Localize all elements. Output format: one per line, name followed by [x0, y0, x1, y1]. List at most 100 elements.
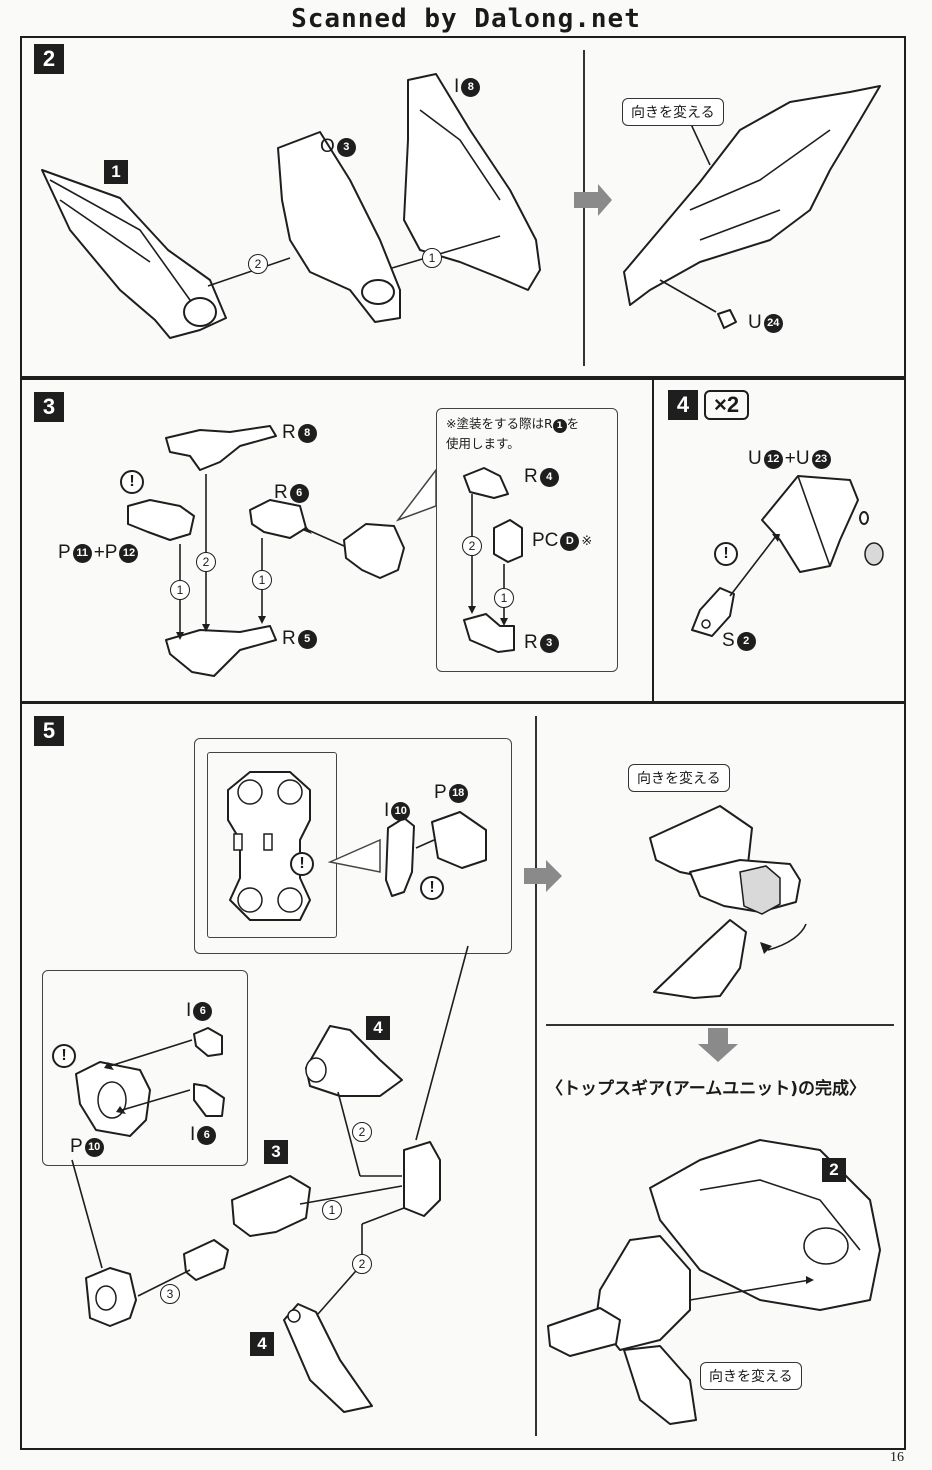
part-letter: P	[70, 1136, 83, 1157]
step-5-order-2-bottom: 2	[352, 1254, 372, 1274]
step-5-part-i10: I 10	[384, 800, 411, 822]
part-number-2: 12	[119, 543, 139, 563]
step-5-label-4-bottom: 4	[250, 1332, 274, 1356]
step-2-callout-rotate: 向きを変える	[622, 98, 724, 126]
part-number: 6	[193, 1001, 213, 1021]
step-3-part-r8: R 8	[282, 422, 317, 444]
step-3-alt-part-pcd: PC D ※	[532, 530, 592, 552]
note-part-number: 1	[552, 419, 567, 433]
step-5-order-3: 3	[160, 1284, 180, 1304]
asterisk-mark: ※	[581, 533, 593, 548]
part-number: 10	[391, 801, 411, 821]
step-5-order-2-top: 2	[352, 1122, 372, 1142]
part-letter: O	[320, 136, 335, 157]
step-3-number: 3	[34, 392, 64, 422]
step-5-label-4-top: 4	[366, 1016, 390, 1040]
part-number: 11	[72, 543, 92, 563]
part-letter: U	[748, 448, 762, 469]
part-letter: I	[384, 800, 390, 821]
step-5-label-2: 2	[822, 1158, 846, 1182]
part-number: 3	[539, 633, 559, 653]
part-letter: R	[524, 632, 538, 653]
part-plus: +P	[93, 542, 118, 563]
step-5-part-p18: P 18	[434, 782, 468, 804]
step-5-divider	[535, 716, 537, 1436]
step-3-part-p11-p12: P 11 +P 12	[58, 542, 139, 564]
part-letter: PC	[532, 530, 559, 551]
step-4-part-u12-u23: U 12 +U 23	[748, 448, 831, 470]
step-5-detail-inset	[207, 752, 337, 938]
step-3-part-r6: R 6	[274, 482, 309, 504]
step-5-inset-warning-icon: !	[290, 852, 314, 876]
part-number: 6	[289, 483, 309, 503]
part-letter: P	[58, 542, 71, 563]
step-5-detail-box	[194, 738, 512, 954]
step-3-part-r5: R 5	[282, 628, 317, 650]
part-number: 3	[336, 137, 356, 157]
step-5-panel	[20, 702, 906, 1450]
step-3-warning-icon: !	[120, 470, 144, 494]
part-number: 8	[297, 423, 317, 443]
step-3-order-1a: 1	[170, 580, 190, 600]
part-number: 4	[539, 467, 559, 487]
step-4-warning-icon: !	[714, 542, 738, 566]
part-letter: I	[186, 1000, 192, 1021]
step-5-sub-box	[42, 970, 248, 1166]
step-5-i10-warning-icon: !	[420, 876, 444, 900]
step-5-callout-rotate-bottom: 向きを変える	[700, 1362, 802, 1390]
step-3-order-2: 2	[196, 552, 216, 572]
part-number: 6	[197, 1125, 217, 1145]
part-plus: +U	[784, 448, 810, 469]
step-3-alt-part-r3: R 3	[524, 632, 559, 654]
part-number: 12	[763, 449, 783, 469]
step-5-callout-rotate-top: 向きを変える	[628, 764, 730, 792]
step-5-part-i6-bottom: I 6	[190, 1124, 217, 1146]
part-number: 24	[763, 313, 783, 333]
step-2-part-u24: U 24	[748, 312, 783, 334]
step-5-number: 5	[34, 716, 64, 746]
part-number: 2	[736, 631, 756, 651]
step-3-alt-order-1: 1	[494, 588, 514, 608]
part-number: 10	[84, 1137, 104, 1157]
step-5-part-p10: P 10	[70, 1136, 104, 1158]
part-number: 18	[448, 783, 468, 803]
step-5-completion-title: 〈トップスギア(アームユニット)の完成〉	[546, 1079, 867, 1099]
step-3-alt-part-r4: R 4	[524, 466, 559, 488]
note-line-2: 使用します。	[446, 436, 520, 451]
step-5-hdivider	[546, 1024, 894, 1026]
part-letter: I	[190, 1124, 196, 1145]
step-2-part-i8: I 8	[454, 76, 481, 98]
step-2-order-1: 1	[422, 248, 442, 268]
page-number: 16	[890, 1450, 904, 1465]
scan-watermark-title: Scanned by Dalong.net	[291, 4, 641, 34]
step-4-part-s2: S 2	[722, 630, 756, 652]
part-letter: U	[748, 312, 762, 333]
part-letter: I	[454, 76, 460, 97]
step-5-sub-warning-icon: !	[52, 1044, 76, 1068]
part-letter: R	[274, 482, 288, 503]
step-2-part-o3: O 3	[320, 136, 356, 158]
part-letter: S	[722, 630, 735, 651]
part-letter: R	[282, 422, 296, 443]
part-letter: R	[524, 466, 538, 487]
step-3-order-1b: 1	[252, 570, 272, 590]
part-letter-d: D	[560, 531, 580, 551]
step-5-label-3: 3	[264, 1140, 288, 1164]
part-number: 8	[461, 77, 481, 97]
step-3-alt-order-2: 2	[462, 536, 482, 556]
step-5-part-i6-top: I 6	[186, 1000, 213, 1022]
step-4-number: 4	[668, 390, 698, 420]
part-letter: R	[282, 628, 296, 649]
step-5-order-1: 1	[322, 1200, 342, 1220]
part-number: 5	[297, 629, 317, 649]
step-2-order-2: 2	[248, 254, 268, 274]
part-number-2: 23	[811, 449, 831, 469]
part-letter: P	[434, 782, 447, 803]
step-4-multiplier: ×2	[704, 390, 750, 420]
step-3-alt-parts-box	[436, 408, 618, 672]
